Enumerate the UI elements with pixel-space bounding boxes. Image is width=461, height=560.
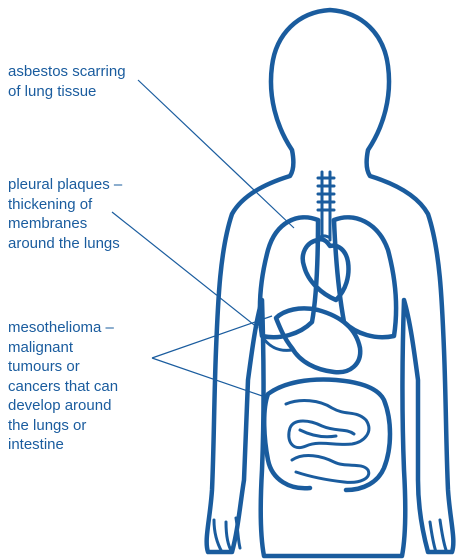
label-line: mesothelioma – — [8, 318, 118, 338]
leader-plaques — [112, 212, 258, 328]
label-line: of lung tissue — [8, 82, 126, 102]
label-line: membranes — [8, 214, 122, 234]
label-line: develop around — [8, 396, 118, 416]
label-line: thickening of — [8, 195, 122, 215]
label-line: cancers that can — [8, 377, 118, 397]
label-line: around the lungs — [8, 234, 122, 254]
label-line: tumours or — [8, 357, 118, 377]
small-intestine — [286, 401, 369, 483]
stomach — [276, 308, 360, 372]
label-line: intestine — [8, 435, 118, 455]
right-hand-fingers — [430, 520, 446, 552]
label-line: asbestos scarring — [8, 62, 126, 82]
label-line: malignant — [8, 338, 118, 358]
label-line: pleural plaques – — [8, 175, 122, 195]
label-pleural-plaques: pleural plaques – thickening of membrane… — [8, 175, 122, 253]
trachea — [318, 172, 334, 232]
body-outline — [207, 10, 454, 556]
label-mesothelioma: mesothelioma – malignant tumours or canc… — [8, 318, 118, 455]
heart — [303, 239, 349, 300]
large-intestine — [264, 380, 390, 490]
label-asbestos-scarring: asbestos scarring of lung tissue — [8, 62, 126, 101]
label-line: the lungs or — [8, 416, 118, 436]
